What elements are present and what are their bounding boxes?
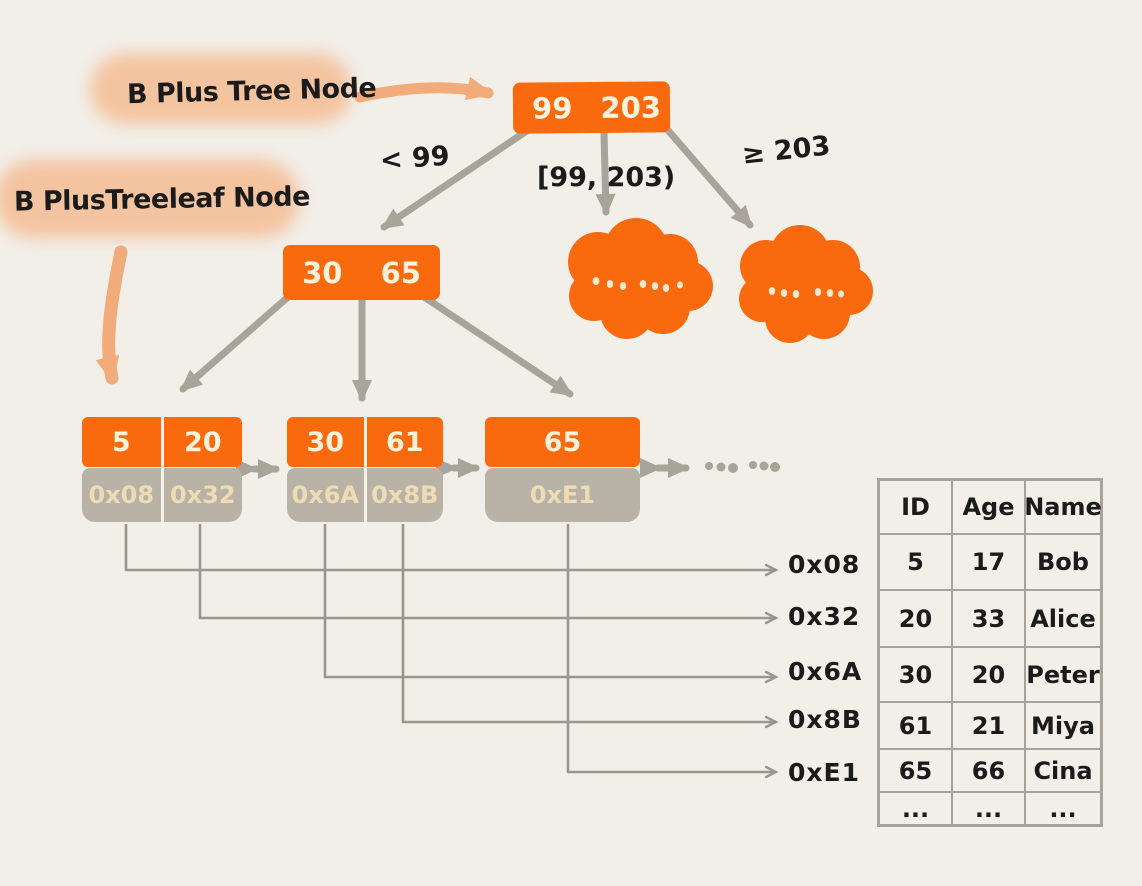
leaf-3-pointer-1: 0xE1 — [529, 481, 596, 509]
edge-root-to-cloud-left — [595, 129, 616, 216]
table-header-name: Name — [1024, 480, 1102, 534]
leaf-2-pointers: 0x6A 0x8B — [287, 468, 443, 522]
root-key-2: 203 — [600, 89, 662, 125]
leaf-label-highlight — [0, 160, 300, 238]
edge-label-lt-99: < 99 — [379, 140, 451, 177]
cell-name: Miya — [1025, 702, 1101, 749]
pointer-label-0x6A: 0x6A — [788, 657, 863, 686]
cell-id: ... — [879, 792, 952, 825]
leaf-1-pointers: 0x08 0x32 — [82, 468, 242, 522]
pointer-connectors — [124, 524, 779, 779]
node-label-arrow — [354, 76, 494, 103]
table-row: 5 17 Bob — [879, 534, 1101, 590]
cell-age: ... — [952, 792, 1025, 825]
cell-id: 61 — [879, 702, 952, 749]
sibling-links — [236, 458, 690, 479]
connector-0xE1 — [566, 524, 779, 779]
leaf-2-key-2: 61 — [363, 417, 444, 467]
cell-id: 5 — [879, 534, 952, 590]
table-row: 61 21 Miya — [879, 702, 1101, 749]
leaf-3-key-1: 65 — [543, 426, 582, 458]
leaf-node-1: 5 20 0x08 0x32 — [82, 417, 242, 522]
cell-name: ... — [1025, 792, 1101, 825]
node-label-highlight — [90, 54, 352, 124]
internal-key-2: 65 — [380, 255, 421, 290]
cell-name: Peter — [1025, 647, 1101, 702]
cell-age: 17 — [952, 534, 1025, 590]
table-header-row: ID Age Name — [879, 480, 1102, 534]
cell-id: 30 — [879, 647, 952, 702]
pointer-label-0x8B: 0x8B — [788, 705, 862, 734]
internal-key-1: 30 — [302, 255, 343, 290]
bplus-tree-node-label: B Plus Tree Node — [126, 72, 377, 111]
cloud-left — [568, 218, 713, 339]
internal-node: 30 65 — [283, 245, 440, 300]
leaf-label-arrow — [95, 245, 128, 385]
pointer-label-0x08: 0x08 — [788, 550, 861, 579]
connector-0x6A — [323, 524, 779, 684]
leaf-2-pointer-2: 0x8B — [363, 468, 444, 522]
edge-root-to-cloud-right — [656, 117, 754, 229]
cloud-left-ellipsis — [592, 277, 683, 292]
sibling-ellipsis-dots — [705, 461, 780, 473]
connector-0x8B — [401, 524, 779, 729]
leaf-node-2: 30 61 0x6A 0x8B — [287, 417, 443, 522]
cell-age: 33 — [952, 590, 1025, 647]
cell-name: Cina — [1025, 749, 1101, 792]
leaf-3-keys: 65 — [485, 417, 640, 467]
root-node: 99 203 — [512, 81, 671, 134]
leaf-1-pointer-2: 0x32 — [160, 468, 243, 522]
table-row: 65 66 Cina — [879, 749, 1101, 792]
table-row: 30 20 Peter — [879, 647, 1101, 702]
cell-name: Bob — [1025, 534, 1101, 590]
bplus-tree-leaf-label: B PlusTreeleaf Node — [13, 181, 311, 218]
cell-age: 20 — [952, 647, 1025, 702]
leaf-1-pointer-1: 0x08 — [88, 481, 155, 509]
cell-id: 20 — [879, 590, 952, 647]
connector-0x32 — [198, 524, 779, 625]
leaf-2-pointer-1: 0x6A — [291, 481, 359, 509]
leaf-node-3: 65 0xE1 — [485, 417, 640, 522]
edge-label-99-203: [99, 203) — [537, 162, 676, 193]
cell-age: 21 — [952, 702, 1025, 749]
leaf-1-key-1: 5 — [111, 426, 131, 458]
leaf-3-pointers: 0xE1 — [485, 468, 640, 522]
leaf-2-key-1: 30 — [306, 426, 345, 458]
edge-internal-to-leaf3 — [417, 291, 574, 398]
cell-age: 66 — [952, 749, 1025, 792]
leaf-2-keys: 30 61 — [287, 417, 443, 467]
cell-name: Alice — [1025, 590, 1101, 647]
cell-id: 65 — [879, 749, 952, 792]
table-row: 20 33 Alice — [879, 590, 1101, 647]
records-table: ID Age Name 5 17 Bob 20 33 Alice 30 20 P… — [877, 478, 1103, 827]
leaf-1-key-2: 20 — [160, 417, 243, 467]
pointer-label-0xE1: 0xE1 — [788, 758, 860, 787]
table-header-age: Age — [952, 480, 1025, 534]
pointer-label-0x32: 0x32 — [788, 602, 861, 631]
edge-internal-to-leaf1 — [179, 293, 292, 393]
annotation-arrows — [95, 76, 494, 385]
connector-0x08 — [124, 524, 779, 577]
cloud-right-ellipsis — [768, 287, 844, 298]
table-row-ellipsis: ... ... ... — [879, 792, 1101, 825]
cloud-right — [739, 225, 873, 343]
root-key-1: 99 — [531, 90, 573, 126]
leaf-1-keys: 5 20 — [82, 417, 242, 467]
edge-root-to-internal — [380, 120, 541, 231]
table-header-id: ID — [879, 480, 952, 534]
tree-edges — [179, 117, 754, 402]
